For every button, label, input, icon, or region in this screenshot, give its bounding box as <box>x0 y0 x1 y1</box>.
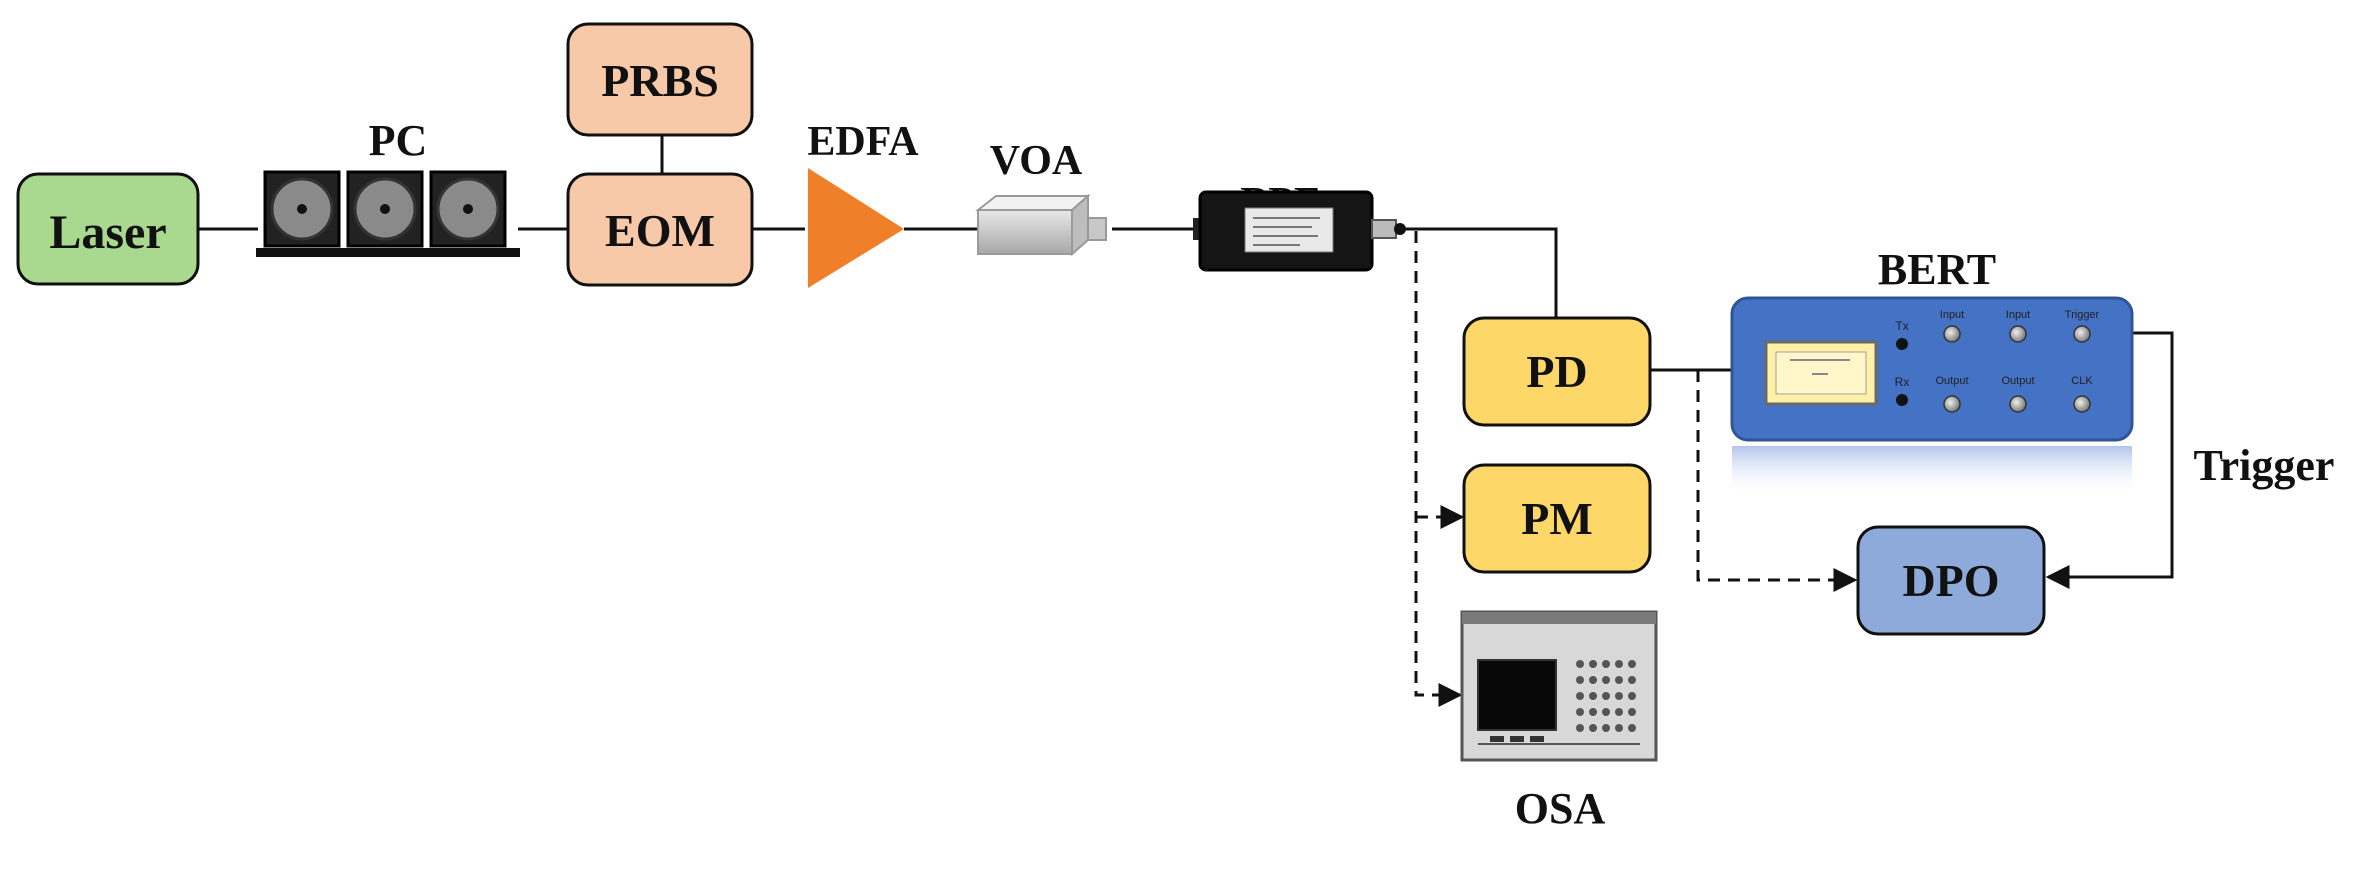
bert-bottom-port-label-2: Output <box>2001 375 2034 387</box>
bert-instrument: BERT Tx Rx Input Input Trigger Output Ou… <box>1730 245 2134 496</box>
bert-tx-label: Tx <box>1895 319 1908 333</box>
bpf-device: BPF <box>1193 180 1406 272</box>
pc-device: PC <box>256 116 520 257</box>
bert-top-port-label-2: Input <box>2006 309 2030 321</box>
pd-label: PD <box>1526 346 1587 397</box>
osa-instrument: OSA <box>1460 610 1658 833</box>
prbs-block: PRBS <box>566 22 754 137</box>
eom-block: EOM <box>566 172 754 287</box>
voa-label: VOA <box>990 138 1083 184</box>
bert-port-connector-icon <box>2009 395 2027 413</box>
laser-label: Laser <box>49 206 166 259</box>
pd-block: PD <box>1462 316 1652 427</box>
trigger-label: Trigger <box>2194 441 2335 490</box>
edfa-amplifier: EDFA <box>807 119 919 288</box>
monitor-taps <box>1414 231 1858 707</box>
bert-rx-led-icon <box>1896 394 1908 406</box>
bert-port-connector-icon <box>1943 325 1961 343</box>
bert-label: BERT <box>1878 245 1996 294</box>
bert-tx-led-icon <box>1896 338 1908 350</box>
laser-block: Laser <box>16 172 200 286</box>
dpo-block: DPO <box>1856 525 2046 636</box>
pc-label: PC <box>369 116 428 165</box>
voa-device: VOA <box>975 138 1107 257</box>
pc-paddle-1 <box>263 170 341 248</box>
bert-rx-label: Rx <box>1895 375 1910 389</box>
osa-label: OSA <box>1515 784 1606 833</box>
dpo-label: DPO <box>1902 555 1999 606</box>
fiber-connections <box>198 135 2174 589</box>
pm-label: PM <box>1521 493 1593 544</box>
edfa-label: EDFA <box>807 119 919 165</box>
bert-bottom-port-label-1: Output <box>1935 375 1968 387</box>
bert-port-connector-icon <box>2009 325 2027 343</box>
bert-port-connector-icon <box>2073 325 2091 343</box>
bert-top-port-label-3: Trigger <box>2065 309 2100 321</box>
eom-label: EOM <box>605 205 715 256</box>
pm-block: PM <box>1462 463 1652 574</box>
bert-bottom-port-label-3: CLK <box>2071 375 2093 387</box>
edfa-triangle-icon <box>808 168 904 288</box>
bert-port-connector-icon <box>1943 395 1961 413</box>
pc-paddle-3 <box>429 170 507 248</box>
pc-paddle-2 <box>346 170 424 248</box>
bert-top-port-label-1: Input <box>1940 309 1964 321</box>
prbs-label: PRBS <box>601 55 719 106</box>
bert-port-connector-icon <box>2073 395 2091 413</box>
